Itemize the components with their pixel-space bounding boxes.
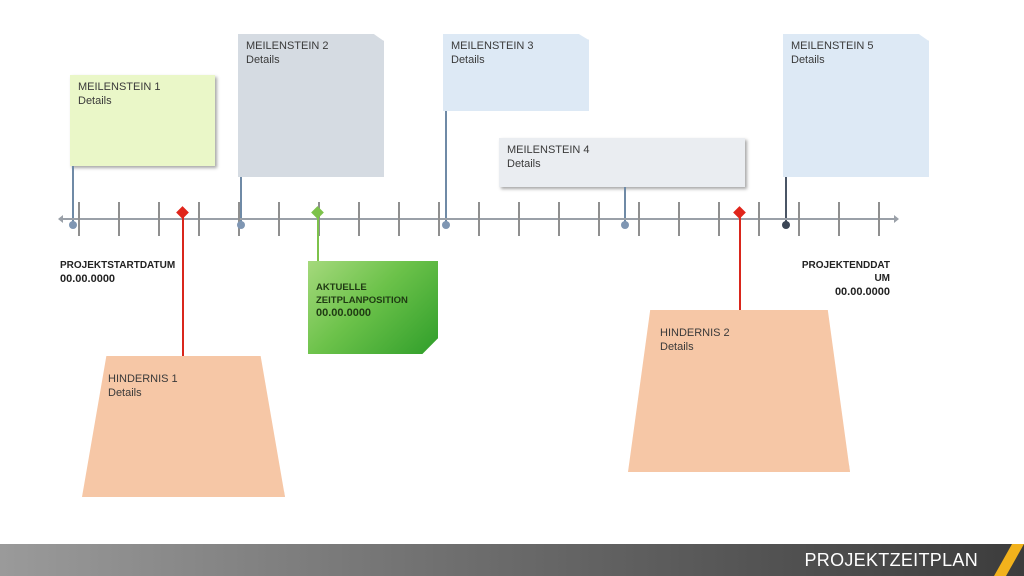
current-position-line2: ZEITPLANPOSITION [316, 295, 408, 306]
timeline-tick [118, 202, 120, 236]
obstacle-1-title: HINDERNIS 1 [108, 373, 178, 385]
obstacle-2-marker [733, 206, 746, 219]
timeline-tick [198, 202, 200, 236]
milestone-1-title: MEILENSTEIN 1 [78, 81, 161, 93]
timeline-tick [278, 202, 280, 236]
footer-bar: PROJEKTZEITPLAN [0, 544, 1024, 576]
project-start-date: 00.00.0000 [60, 273, 116, 285]
obstacle-2-title: HINDERNIS 2 [660, 327, 730, 339]
obstacle-2-box: HINDERNIS 2 Details [628, 310, 850, 472]
timeline-start-cap [58, 215, 63, 223]
milestone-5-details: Details [791, 54, 825, 66]
milestone-2-note: MEILENSTEIN 2 Details [238, 34, 384, 177]
milestone-4-details: Details [507, 158, 541, 170]
milestone-2-connector [240, 177, 242, 224]
timeline-tick [398, 202, 400, 236]
obstacle-1-details: Details [108, 387, 142, 399]
timeline-tick [358, 202, 360, 236]
obstacle-2-details: Details [660, 341, 694, 353]
obstacle-1-connector [182, 214, 184, 356]
timeline-tick [518, 202, 520, 236]
milestone-4-note: MEILENSTEIN 4 Details [499, 138, 745, 187]
milestone-1-note: MEILENSTEIN 1 Details [70, 75, 215, 166]
milestone-5-connector [785, 177, 787, 224]
project-end-title: PROJEKTENDDATUM [801, 260, 890, 284]
timeline-tick [798, 202, 800, 236]
milestone-5-title: MEILENSTEIN 5 [791, 40, 874, 52]
obstacle-1-box: HINDERNIS 1 Details [82, 356, 285, 497]
current-position-note: AKTUELLE ZEITPLANPOSITION 00.00.0000 [308, 261, 438, 354]
timeline-tick [318, 202, 320, 236]
timeline-end-cap [894, 215, 899, 223]
current-position-marker [311, 206, 324, 219]
milestone-3-connector [445, 111, 447, 224]
timeline-tick [758, 202, 760, 236]
timeline-tick [158, 202, 160, 236]
footer-accent-stripe [994, 544, 1024, 576]
obstacle-1-marker [176, 206, 189, 219]
milestone-4-marker [621, 221, 629, 229]
timeline-tick [878, 202, 880, 236]
project-start-label: PROJEKTSTARTDATUM 00.00.0000 [60, 259, 175, 286]
milestone-4-title: MEILENSTEIN 4 [507, 144, 590, 156]
footer-title: PROJEKTZEITPLAN [804, 550, 978, 570]
timeline-tick [238, 202, 240, 236]
milestone-3-marker [442, 221, 450, 229]
current-position-date: 00.00.0000 [316, 307, 372, 319]
current-position-line1: AKTUELLE [316, 282, 367, 293]
timeline-tick [558, 202, 560, 236]
timeline-tick [78, 202, 80, 236]
timeline-tick [478, 202, 480, 236]
timeline-tick [718, 202, 720, 236]
obstacle-2-connector [739, 214, 741, 310]
project-start-title: PROJEKTSTARTDATUM [60, 260, 176, 271]
milestone-4-connector [624, 187, 626, 224]
milestone-3-details: Details [451, 54, 485, 66]
milestone-5-note: MEILENSTEIN 5 Details [783, 34, 929, 177]
project-end-label: PROJEKTENDDATUM 00.00.0000 [800, 259, 890, 299]
timeline-tick [438, 202, 440, 236]
project-end-date: 00.00.0000 [834, 286, 890, 298]
milestone-5-marker [782, 221, 790, 229]
milestone-1-details: Details [78, 95, 112, 107]
milestone-2-title: MEILENSTEIN 2 [246, 40, 329, 52]
timeline-tick [678, 202, 680, 236]
timeline-tick [598, 202, 600, 236]
milestone-3-title: MEILENSTEIN 3 [451, 40, 534, 52]
milestone-2-marker [237, 221, 245, 229]
milestone-3-note: MEILENSTEIN 3 Details [443, 34, 589, 111]
milestone-1-marker [69, 221, 77, 229]
timeline-tick [838, 202, 840, 236]
timeline-tick [638, 202, 640, 236]
milestone-1-connector [72, 166, 74, 224]
milestone-2-details: Details [246, 54, 280, 66]
current-position-connector [317, 214, 319, 261]
